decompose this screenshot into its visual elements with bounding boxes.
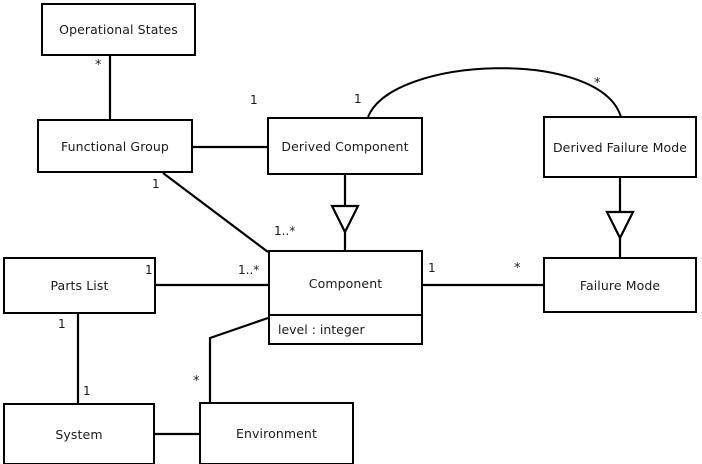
multiplicity-label-m-dc-dfm-1: 1 xyxy=(354,92,362,106)
multiplicity-label-m-comp-fm-2: * xyxy=(514,261,521,276)
class-box-environment[interactable]: Environment xyxy=(199,402,354,464)
class-box-functional-group[interactable]: Functional Group xyxy=(37,119,193,173)
class-box-parts-list[interactable]: Parts List xyxy=(3,257,156,314)
class-name-functional-group: Functional Group xyxy=(61,138,169,154)
class-name-derived-failure-mode: Derived Failure Mode xyxy=(552,139,688,155)
class-name-failure-mode: Failure Mode xyxy=(579,277,661,293)
multiplicity-label-m-pl-comp-1: 1 xyxy=(145,263,153,277)
class-name-component: Component xyxy=(308,275,383,291)
class-box-component[interactable]: Component level : integer xyxy=(268,250,423,345)
class-name-derived-component: Derived Component xyxy=(281,138,409,154)
class-name-operational-states: Operational States xyxy=(59,22,178,37)
class-name-system: System xyxy=(55,426,103,442)
relationship-functional-group-component[interactable] xyxy=(162,172,269,253)
association-line xyxy=(162,172,269,253)
generalization-triangle-icon xyxy=(330,204,360,235)
relationship-derived-failure-mode-generalization[interactable] xyxy=(605,178,635,257)
multiplicity-label-m-dc-dfm-2: * xyxy=(594,76,601,91)
multiplicity-label-m-fg-comp: 1 xyxy=(152,177,160,191)
class-box-operational-states[interactable]: Operational States xyxy=(41,3,196,56)
multiplicity-label-m-fg-comp-2: 1..* xyxy=(274,224,296,238)
relationship-derived-component-derived-failure-mode[interactable] xyxy=(367,67,622,118)
class-box-derived-failure-mode[interactable]: Derived Failure Mode xyxy=(543,116,697,178)
multiplicity-label-m-env-comp: * xyxy=(193,374,200,389)
association-arc xyxy=(367,67,622,118)
multiplicity-label-m-pl-comp-2: 1..* xyxy=(238,263,260,277)
multiplicity-label-m-fg-dc: 1 xyxy=(250,93,258,107)
class-box-failure-mode[interactable]: Failure Mode xyxy=(543,257,697,313)
class-box-derived-component[interactable]: Derived Component xyxy=(267,117,423,175)
class-box-system[interactable]: System xyxy=(3,403,155,464)
class-attribute-component-0: level : integer xyxy=(270,314,421,343)
class-name-environment: Environment xyxy=(236,426,317,441)
association-line xyxy=(208,316,269,402)
relationship-derived-component-generalization[interactable] xyxy=(330,175,360,250)
multiplicity-label-m-pl-sys-2: 1 xyxy=(83,384,91,398)
multiplicity-label-m-comp-fm-1: 1 xyxy=(428,261,436,275)
relationship-environment-component[interactable] xyxy=(208,316,269,402)
class-name-parts-list: Parts List xyxy=(50,278,109,293)
generalization-triangle-icon xyxy=(605,210,635,241)
multiplicity-label-m-os-fg: * xyxy=(95,58,102,73)
multiplicity-label-m-pl-sys-1: 1 xyxy=(58,317,66,331)
